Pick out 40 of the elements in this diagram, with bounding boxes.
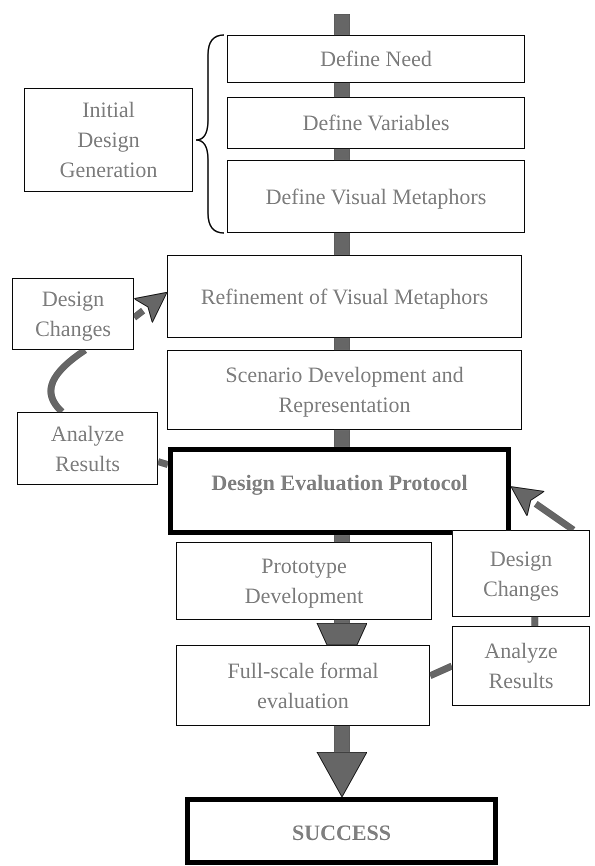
process-box	[167, 255, 522, 338]
arrow	[316, 726, 368, 798]
box-label: Design Evaluation Protocol	[211, 469, 468, 497]
process-box	[12, 278, 134, 350]
process-box	[24, 88, 193, 192]
box-label: Refinement of Visual Metaphors	[200, 282, 488, 311]
arrow	[510, 486, 576, 533]
connector-line	[428, 662, 454, 679]
box-label: SUCCESS	[292, 819, 392, 847]
box-label: Initial Design Generation	[58, 96, 158, 184]
connector-line	[334, 338, 350, 350]
box-label: Full-scale formal evaluation	[226, 656, 380, 714]
process-box	[452, 530, 590, 617]
process-box	[227, 160, 525, 233]
connector-line	[334, 14, 350, 35]
box-label: Define Variables	[302, 109, 450, 137]
box-label: Prototype Development	[244, 552, 364, 610]
connector-line	[157, 458, 169, 468]
box-label: Design Changes	[35, 285, 111, 343]
process-box	[17, 412, 158, 485]
process-box	[176, 645, 430, 726]
box-label: Scenario Development and Representation	[224, 361, 465, 419]
connector-line	[334, 149, 350, 160]
box-label: Define Visual Metaphors	[266, 182, 486, 211]
process-box	[227, 97, 525, 149]
process-box	[176, 542, 432, 620]
highlighted-box	[168, 447, 511, 535]
box-label: Define Need	[320, 45, 432, 73]
process-box	[452, 626, 590, 706]
connector-line	[531, 617, 538, 626]
process-box	[227, 35, 525, 83]
box-label: Analyze Results	[483, 637, 559, 695]
box-label: Design Changes	[482, 544, 560, 603]
connector-line	[334, 430, 350, 447]
box-label: Analyze Results	[50, 420, 126, 478]
connector-line	[334, 233, 350, 255]
process-box	[167, 350, 522, 430]
connector-line	[334, 83, 350, 97]
connector-line	[334, 535, 350, 542]
highlighted-box	[185, 797, 498, 865]
